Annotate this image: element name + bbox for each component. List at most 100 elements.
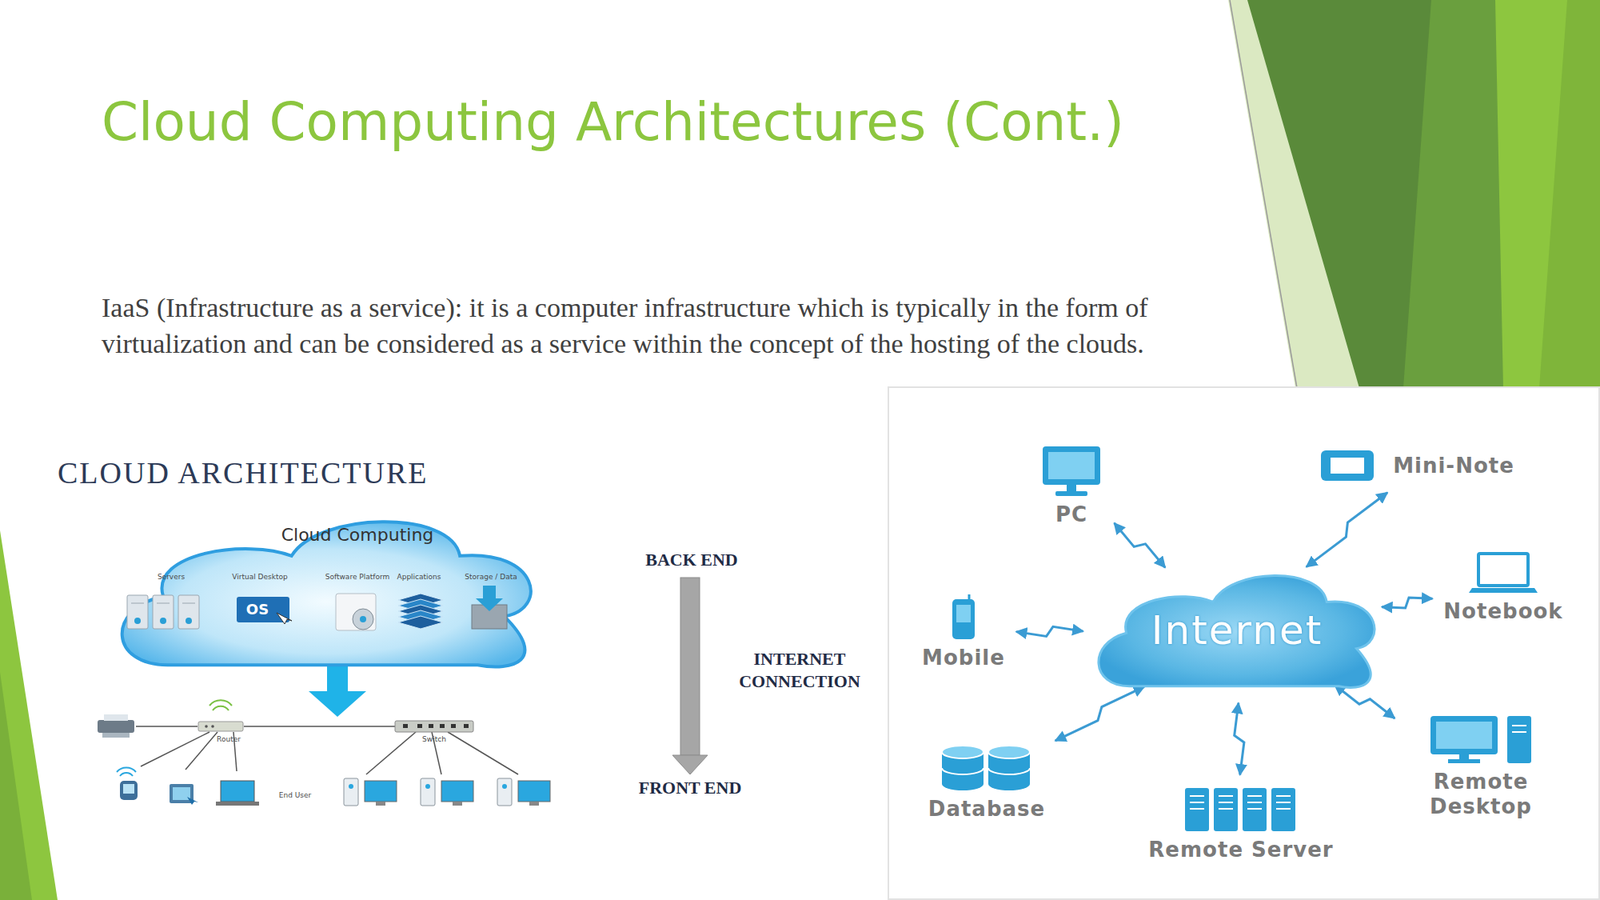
device-icon-shapes: [1042, 446, 1101, 496]
cloud-service-icons: [127, 585, 507, 631]
decor-stripe: [0, 530, 58, 900]
wire: [243, 725, 396, 727]
device-icon-shapes: [1185, 787, 1296, 831]
monitor: [1430, 715, 1498, 755]
software-disc: [352, 608, 374, 630]
device-label: Database: [928, 796, 1046, 822]
switch-port: [417, 723, 423, 728]
server-tower: [1213, 787, 1238, 831]
arrow-head: [308, 690, 367, 717]
device-label: End User: [279, 790, 312, 800]
device-label: Notebook: [1443, 598, 1563, 624]
pc-button: [425, 783, 431, 789]
server-slot: [1218, 801, 1233, 803]
device-label: PC: [1055, 502, 1088, 527]
mobile-device: Mobile: [918, 590, 1009, 674]
cloud-label: Cloud Computing: [163, 524, 552, 545]
printer-tray: [102, 732, 130, 738]
monitor-base: [1055, 490, 1088, 496]
connector-arrow: [1234, 702, 1245, 775]
cloud-download-arrow: [308, 662, 367, 717]
device-icon: [1037, 444, 1106, 498]
mini-note-device: Mini-Note: [1316, 443, 1518, 487]
device-label: Switch: [422, 734, 447, 744]
wire: [140, 731, 210, 767]
image-panel: [888, 387, 1600, 899]
cloud-computing-cloud: Cloud Computing: [102, 505, 552, 680]
router-icon: [198, 699, 244, 731]
connection-label: INTERNET CONNECTION: [719, 647, 880, 693]
server-led: [159, 617, 167, 624]
hand-cursor: [276, 612, 292, 624]
database-bottom: [941, 777, 984, 791]
service-label: Virtual Desktop: [231, 572, 288, 582]
server-slot: [156, 602, 170, 604]
pc-device: PC: [1034, 441, 1109, 531]
pc-button: [502, 783, 507, 789]
desktop-computer: [497, 778, 551, 806]
body-text: IaaS (Infrastructure as a service): it i…: [101, 289, 1221, 362]
connector-arrow: [1016, 626, 1084, 636]
server-tower: [1271, 787, 1296, 831]
mini-note-screen: [1330, 457, 1365, 474]
device-label: Remote Server: [1148, 837, 1333, 862]
cloud-shape: [1098, 575, 1375, 688]
server-slot: [1247, 801, 1262, 803]
pc-stand: [452, 801, 463, 806]
arrow-shaft: [680, 577, 700, 755]
server-led: [134, 617, 141, 624]
pc-tower: [420, 778, 435, 806]
database-device: Database: [925, 740, 1049, 825]
service-label: Software Platform: [325, 572, 391, 582]
server-led: [185, 617, 192, 624]
device-icon: [949, 594, 978, 641]
device-icon-shapes: [1430, 715, 1532, 763]
pc-monitor: [364, 780, 397, 802]
router-led: [204, 724, 208, 728]
router-led: [211, 724, 215, 728]
switch-port: [439, 723, 445, 728]
printer-paper: [103, 714, 128, 721]
mobile-screen: [956, 604, 971, 623]
tower-slot: [1512, 724, 1527, 727]
pc-monitor: [518, 780, 551, 802]
wifi-waves: [209, 699, 232, 711]
device-icon-shapes: [941, 745, 1030, 791]
handheld-device: [119, 780, 138, 800]
internet-cloud: Internet: [1085, 562, 1389, 698]
device-label: Mini-Note: [1392, 453, 1515, 479]
cursor-hand: [187, 796, 199, 805]
connector-arrow: [1306, 492, 1388, 567]
server-slot: [131, 602, 144, 604]
connector-arrow: [1381, 597, 1433, 608]
laptop-base: [215, 801, 260, 806]
remote-desktop-device: Remote Desktop: [1401, 710, 1561, 822]
software-box: [335, 593, 376, 631]
wifi-waves: [116, 767, 136, 776]
server-slot: [1218, 807, 1233, 810]
end-user-devices: [116, 767, 551, 806]
cloud-label: Internet: [1151, 606, 1324, 654]
switch-port: [428, 723, 434, 728]
connector-arrow: [1114, 522, 1166, 568]
backend-frontend-arrow: [672, 577, 708, 775]
switch-port: [450, 723, 456, 728]
device-icon: [1468, 550, 1538, 595]
database-top: [941, 745, 984, 759]
switch-box: [395, 720, 474, 732]
decor-stripe: [0, 671, 32, 900]
database-band: [941, 767, 984, 775]
connector-arrow: [1334, 684, 1395, 719]
device-label: Mobile: [921, 645, 1006, 671]
monitor: [1042, 446, 1101, 485]
mini-note-body: [1320, 450, 1374, 481]
notebook-screen: [1478, 553, 1529, 586]
notebook-base: [1468, 587, 1538, 593]
device-icon: [1185, 786, 1297, 833]
server-slot: [1247, 807, 1262, 810]
database-top: [988, 745, 1030, 759]
wire: [447, 731, 519, 775]
server-tower: [1185, 787, 1209, 831]
service-label: Applications: [397, 572, 442, 582]
os-label: OS: [246, 600, 269, 619]
